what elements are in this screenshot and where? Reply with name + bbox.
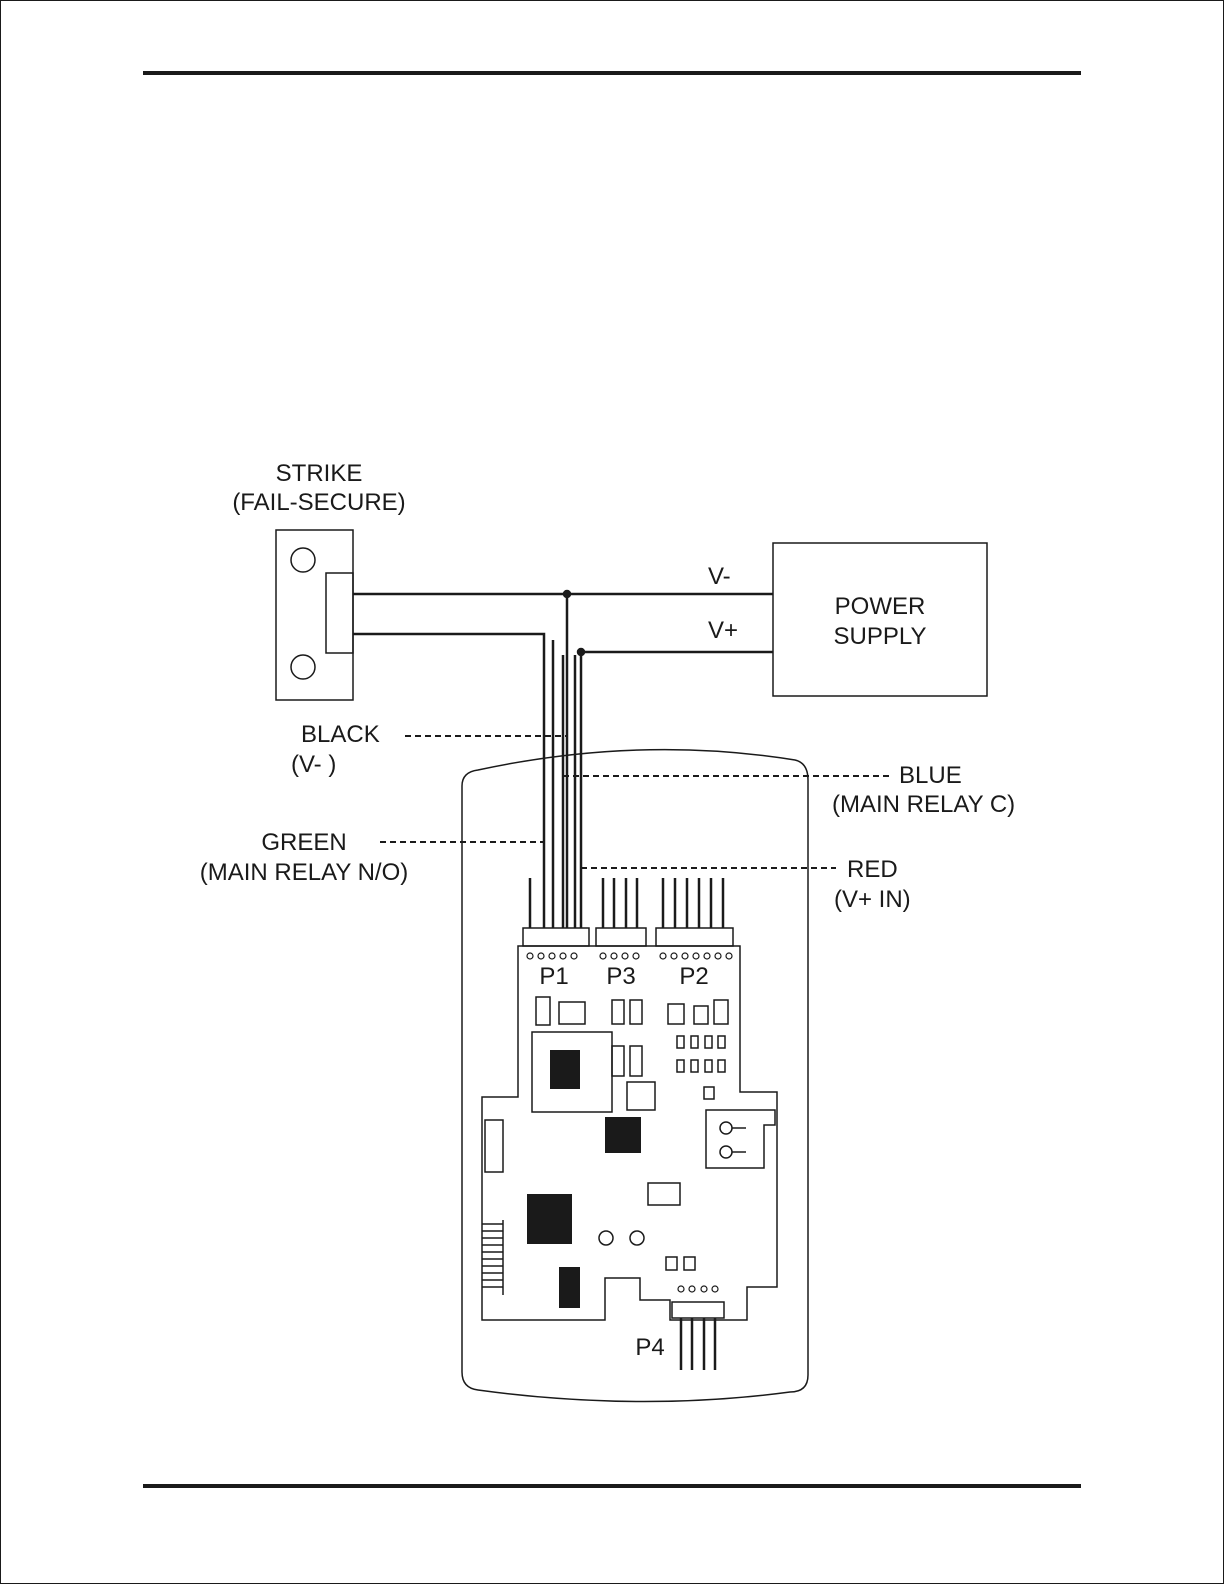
blue-wire-role: (MAIN RELAY C) [832, 791, 1015, 818]
p4-holes [678, 1286, 718, 1292]
red-wire-role: (V+ IN) [834, 886, 911, 913]
p3-holes [600, 953, 639, 959]
green-wire-name: GREEN [261, 829, 346, 856]
label-leaders [380, 736, 890, 868]
power-supply-label-line1: POWER [835, 593, 926, 620]
vminus-junction [564, 591, 571, 598]
p1-holes [527, 953, 577, 959]
p2-header [656, 928, 733, 946]
p1-header [523, 928, 589, 946]
strike-keeper [326, 573, 353, 653]
green-wire-role: (MAIN RELAY N/O) [200, 859, 408, 886]
p4-label: P4 [635, 1334, 664, 1361]
black-wire-name: BLACK [301, 721, 380, 748]
p1-label: P1 [539, 963, 568, 990]
strike-lower-hole-icon [291, 655, 315, 679]
board-ics [527, 1050, 641, 1308]
black-wire-role: (V- ) [291, 751, 336, 778]
vminus-label: V- [708, 563, 731, 590]
vplus-label: V+ [708, 617, 738, 644]
strike-upper-hole-icon [291, 548, 315, 572]
red-wire-name: RED [847, 856, 898, 883]
strike-subtitle: (FAIL-SECURE) [232, 489, 405, 516]
strike-device [276, 530, 353, 700]
p3-header [596, 928, 646, 946]
p3-label: P3 [606, 963, 635, 990]
power-supply-label-line2: SUPPLY [834, 623, 927, 650]
strike-title: STRIKE [276, 460, 363, 487]
p2-holes [660, 953, 732, 959]
p4-header [672, 1302, 724, 1318]
vplus-junction [578, 649, 585, 656]
blue-wire-name: BLUE [899, 762, 962, 789]
p4-pins [681, 1318, 715, 1370]
p2-label: P2 [679, 963, 708, 990]
